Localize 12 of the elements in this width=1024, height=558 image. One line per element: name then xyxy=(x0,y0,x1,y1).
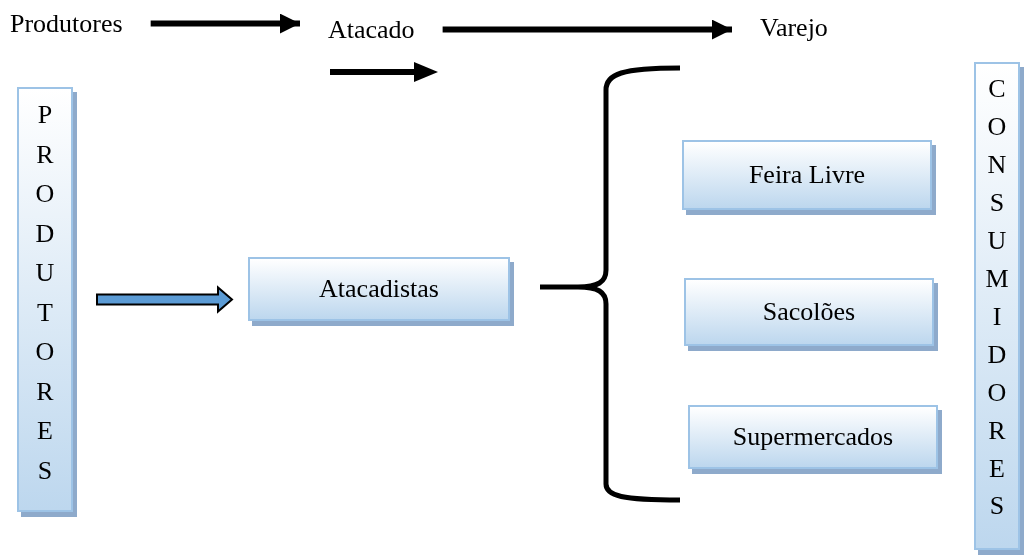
vertical-label: PRODUTORES xyxy=(34,99,56,487)
block-arrow xyxy=(96,285,234,314)
vertical-label: CONSUMIDORES xyxy=(984,73,1010,523)
flow-label: Produtores xyxy=(10,8,123,40)
flow-label: Atacado xyxy=(328,14,415,46)
arrow xyxy=(442,19,732,40)
box-label: Feira Livre xyxy=(748,160,866,190)
box-label: Supermercados xyxy=(732,422,894,452)
box-label: Atacadistas xyxy=(319,274,439,304)
arrow xyxy=(150,13,300,34)
flow-label: Varejo xyxy=(760,12,828,44)
box-label: Sacolões xyxy=(762,297,856,327)
